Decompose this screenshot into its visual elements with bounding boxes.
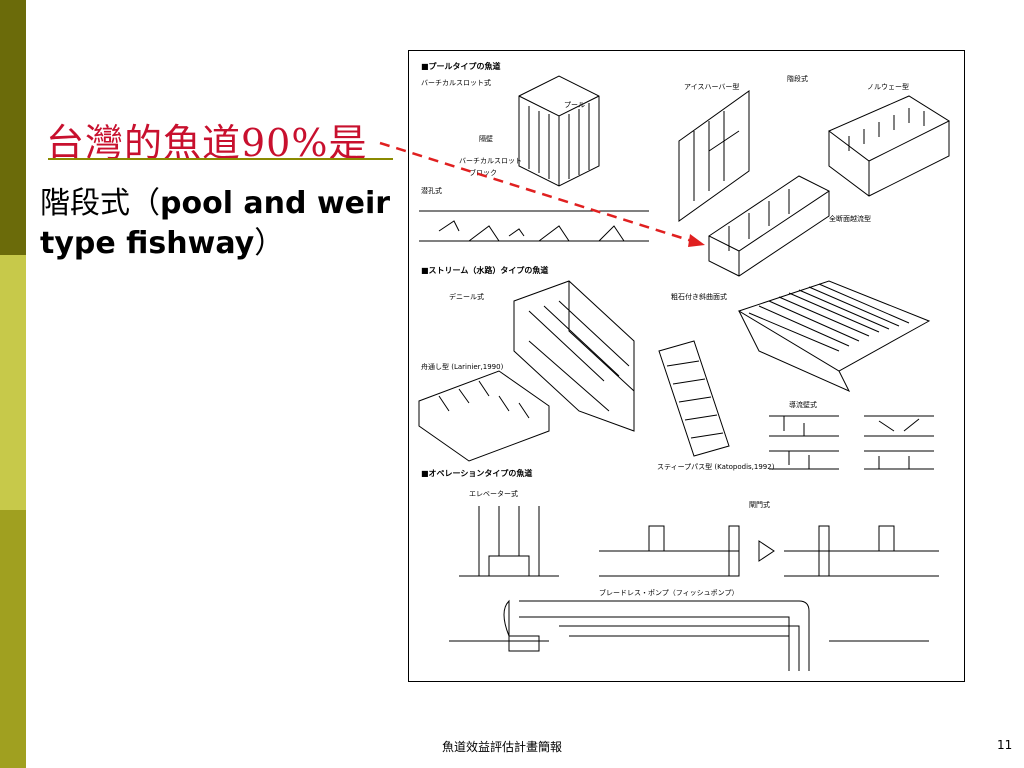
elevator-drawing <box>459 506 559 577</box>
larinier-label: 舟通し型 (Larinier,1990) <box>421 362 504 371</box>
desc-close: ） <box>254 226 285 261</box>
lock-label: 閘門式 <box>749 500 770 509</box>
full-section-label: 全断面越流型 <box>829 214 871 223</box>
overflow-weir-label: 隔壁 <box>479 134 493 143</box>
block-label: ブロック <box>469 168 497 177</box>
desc-english: pool and weir type fishway <box>40 186 391 261</box>
steep-pass-drawing <box>658 340 730 457</box>
fishway-diagram: ■プールタイプの魚道 バーチカルスロット式 プール 隔壁 バーチカルスロット ブ… <box>418 61 951 671</box>
slide-description: 階段式（pool and weir type fishway） <box>40 184 410 264</box>
steep-pass-label: スティープパス型 (Katopodis,1992) <box>657 462 775 471</box>
slot-label: バーチカルスロット <box>459 157 522 165</box>
fishway-figure: ■プールタイプの魚道 バーチカルスロット式 プール 隔壁 バーチカルスロット ブ… <box>408 50 965 682</box>
section-pool-label: ■プールタイプの魚道 <box>421 61 501 71</box>
norway-drawing <box>828 95 951 197</box>
larinier-drawing <box>418 370 550 462</box>
slide-title: 台灣的魚道90%是 <box>46 121 368 165</box>
lock-drawing <box>599 525 939 577</box>
side-bar-mid <box>0 510 26 768</box>
page-number: 11 <box>997 738 1013 752</box>
denil-label: デニール式 <box>449 292 484 301</box>
vertical-slot-label: バーチカルスロット式 <box>421 78 491 87</box>
rock-ramp-label: 粗石付き斜曲面式 <box>671 292 727 301</box>
pool-label: プール <box>564 101 585 109</box>
ice-harbor-label: アイスハーバー型 <box>684 82 739 91</box>
side-bar-light <box>0 255 26 510</box>
footer-title: 魚道效益評估計畫簡報 <box>442 740 563 754</box>
elevator-label: エレベーター式 <box>469 489 518 498</box>
pump-drawing <box>449 599 929 671</box>
desc-chinese: 階段式（ <box>40 186 160 221</box>
guide-wall-label: 導流壁式 <box>789 400 817 409</box>
denil-drawing <box>513 280 635 432</box>
norway-label: ノルウェー型 <box>867 82 909 91</box>
section-stream-label: ■ストリーム（水路）タイプの魚道 <box>421 265 548 275</box>
side-bar-dark <box>0 0 26 255</box>
orifice-profile-drawing <box>419 210 649 242</box>
pump-label: ブレードレス・ポンプ（フィッシュポンプ） <box>599 588 738 597</box>
step-type-label: 階段式 <box>787 74 808 83</box>
orifice-type-label: 潜孔式 <box>421 186 442 195</box>
vertical-slot-drawing <box>518 75 600 187</box>
ice-harbor-drawing <box>678 90 750 222</box>
step-channel-drawing <box>708 175 830 277</box>
title-underline <box>48 158 393 160</box>
section-operation-label: ■オペレーションタイプの魚道 <box>421 468 532 478</box>
rock-ramp-drawing <box>737 280 931 393</box>
guide-wall-drawing <box>769 415 934 470</box>
